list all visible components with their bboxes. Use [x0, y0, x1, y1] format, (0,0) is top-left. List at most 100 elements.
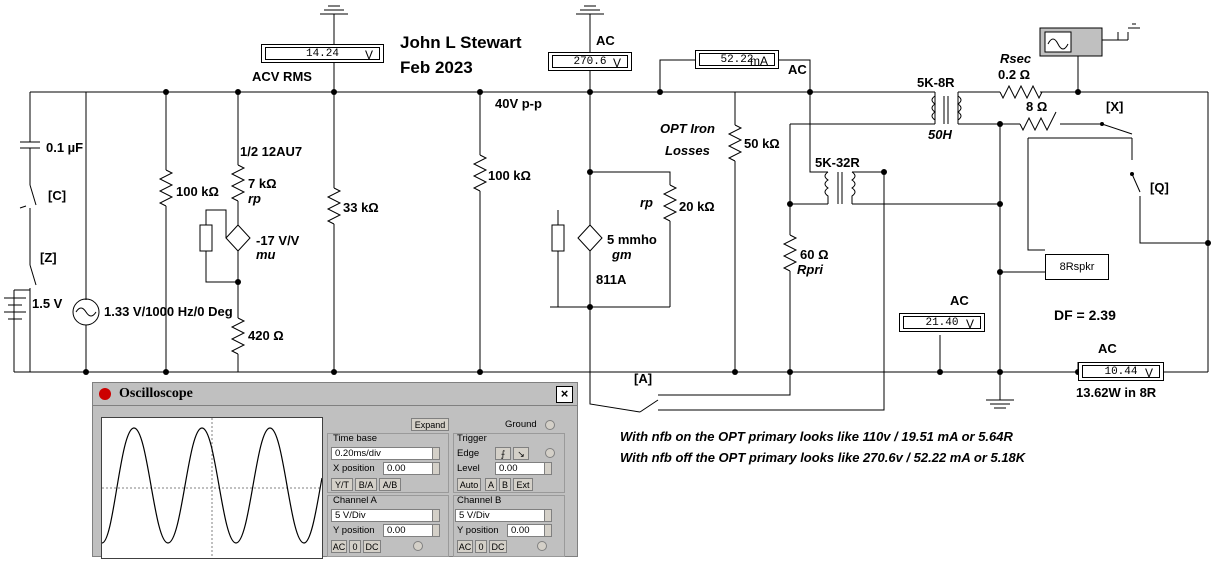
- junction-dots: [83, 89, 1211, 375]
- opt-iron-label: OPT Iron: [660, 121, 715, 136]
- window-title: Oscilloscope: [119, 386, 193, 401]
- note-nfb-off: With nfb off the OPT primary looks like …: [620, 450, 1027, 465]
- channel-a-label: Channel A: [333, 495, 377, 506]
- losses-label: Losses: [665, 143, 710, 158]
- voltmeter-acv-rms[interactable]: 14.24 V: [261, 44, 384, 63]
- channel-b-label: Channel B: [457, 495, 502, 506]
- rsec-value-label: 0.2 Ω: [998, 67, 1030, 82]
- valve-label: 811A: [596, 272, 627, 287]
- channel-b-scale-spinner[interactable]: [544, 509, 552, 522]
- channel-a-ac-button[interactable]: AC: [331, 540, 347, 553]
- channel-b-dc-button[interactable]: DC: [489, 540, 507, 553]
- gain-label: -17 V/V: [256, 233, 300, 248]
- trigger-a-button[interactable]: A: [485, 478, 497, 491]
- channel-a-zero-button[interactable]: 0: [349, 540, 361, 553]
- meter-unit: V: [1144, 366, 1153, 380]
- meter-value: 52.22: [720, 54, 754, 66]
- channel-b-scale-field[interactable]: 5 V/Div: [455, 509, 545, 522]
- ac-label-m3: AC: [788, 62, 807, 77]
- trigger-label: Trigger: [457, 433, 487, 444]
- expand-button[interactable]: Expand: [411, 418, 449, 431]
- switch-c-label: [C]: [48, 188, 66, 203]
- cap-label: 0.1 µF: [46, 140, 83, 155]
- timebase-label: Time base: [333, 433, 377, 444]
- battery-label: 1.5 V: [32, 296, 63, 311]
- meter-unit: V: [965, 317, 974, 331]
- meter-value: 10.44: [1104, 366, 1138, 378]
- ac-label-m2: AC: [596, 33, 615, 48]
- ac-label-m5: AC: [1098, 341, 1117, 356]
- channel-b-ac-button[interactable]: AC: [457, 540, 473, 553]
- meter-unit: V: [612, 56, 621, 70]
- wires: [4, 5, 1209, 413]
- meter-unit: mA: [750, 54, 768, 68]
- power-label: 13.62W in 8R: [1076, 385, 1157, 400]
- date-label: Feb 2023: [400, 58, 473, 77]
- level-spinner[interactable]: [544, 462, 552, 475]
- edge-rising-button[interactable]: ⨍: [495, 447, 511, 460]
- channel-a-scale-field[interactable]: 5 V/Div: [331, 509, 433, 522]
- mode-ab-button[interactable]: A/B: [379, 478, 401, 491]
- voltmeter-output[interactable]: 10.44 V: [1078, 362, 1164, 381]
- edge-falling-button[interactable]: ↘: [513, 447, 529, 460]
- channel-b-ypos-label: Y position: [457, 525, 499, 536]
- level-field[interactable]: 0.00: [495, 462, 545, 475]
- trigger-ext-button[interactable]: Ext: [513, 478, 533, 491]
- ground-radio[interactable]: [545, 420, 555, 430]
- speaker-label: 8Rspkr: [1059, 261, 1095, 273]
- voltmeter-plate[interactable]: 270.6 V: [548, 52, 632, 71]
- timebase-group: [327, 433, 449, 493]
- df-label: DF = 2.39: [1054, 307, 1116, 323]
- level-label: Level: [457, 463, 480, 474]
- r420-label: 420 Ω: [248, 328, 284, 343]
- trigger-auto-button[interactable]: Auto: [457, 478, 481, 491]
- edge-radio[interactable]: [545, 448, 555, 458]
- meter-value: 21.40: [925, 317, 959, 329]
- r7k-label: 7 kΩ: [248, 176, 277, 191]
- xpos-field[interactable]: 0.00: [383, 462, 433, 475]
- xfmr2-label: 5K-32R: [815, 155, 860, 170]
- channel-a-scale-spinner[interactable]: [432, 509, 440, 522]
- channel-b-ypos-field[interactable]: 0.00: [507, 524, 545, 537]
- vpp-label: 40V p-p: [495, 96, 542, 111]
- mode-yt-button[interactable]: Y/T: [331, 478, 353, 491]
- channel-a-dc-button[interactable]: DC: [363, 540, 381, 553]
- switch-z-label: [Z]: [40, 250, 57, 265]
- xpos-spinner[interactable]: [432, 462, 440, 475]
- channel-a-ypos-label: Y position: [333, 525, 375, 536]
- r8-label: 8 Ω: [1026, 99, 1047, 114]
- gm-value-label: 5 mmho: [607, 232, 657, 247]
- switch-q-label: [Q]: [1150, 180, 1169, 195]
- channel-b-zero-button[interactable]: 0: [475, 540, 487, 553]
- r60-label: 60 Ω: [800, 247, 829, 262]
- waveform-trace: [101, 427, 323, 544]
- edge-label: Edge: [457, 448, 480, 459]
- mode-ba-button[interactable]: B/A: [355, 478, 377, 491]
- channel-a-ypos-spinner[interactable]: [432, 524, 440, 537]
- rpri-label: Rpri: [797, 262, 823, 277]
- switch-x-label: [X]: [1106, 99, 1123, 114]
- meter-unit: V: [364, 48, 373, 62]
- close-button[interactable]: ×: [556, 386, 573, 403]
- timebase-field[interactable]: 0.20ms/div: [331, 447, 433, 460]
- voltmeter-feedback[interactable]: 21.40 V: [899, 313, 985, 332]
- channel-b-ypos-spinner[interactable]: [544, 524, 552, 537]
- oscilloscope-titlebar[interactable]: Oscilloscope ×: [93, 383, 577, 406]
- trigger-b-button[interactable]: B: [499, 478, 511, 491]
- oscilloscope-window[interactable]: Oscilloscope × Expand Ground Time base 0…: [92, 382, 578, 559]
- xfmr1-label: 5K-8R: [917, 75, 955, 90]
- channel-b-radio[interactable]: [537, 541, 547, 551]
- channel-a-ypos-field[interactable]: 0.00: [383, 524, 433, 537]
- r20k-label: 20 kΩ: [679, 199, 715, 214]
- channel-a-radio[interactable]: [413, 541, 423, 551]
- timebase-spinner[interactable]: [432, 447, 440, 460]
- scope-display: [101, 417, 323, 559]
- switch-a-label: [A]: [634, 371, 652, 386]
- meter-value: 14.24: [305, 48, 339, 60]
- meter-value: 270.6: [573, 56, 607, 68]
- trigger-group: [453, 433, 565, 493]
- rp-label: rp: [248, 191, 261, 206]
- tube-label: 1/2 12AU7: [240, 144, 302, 159]
